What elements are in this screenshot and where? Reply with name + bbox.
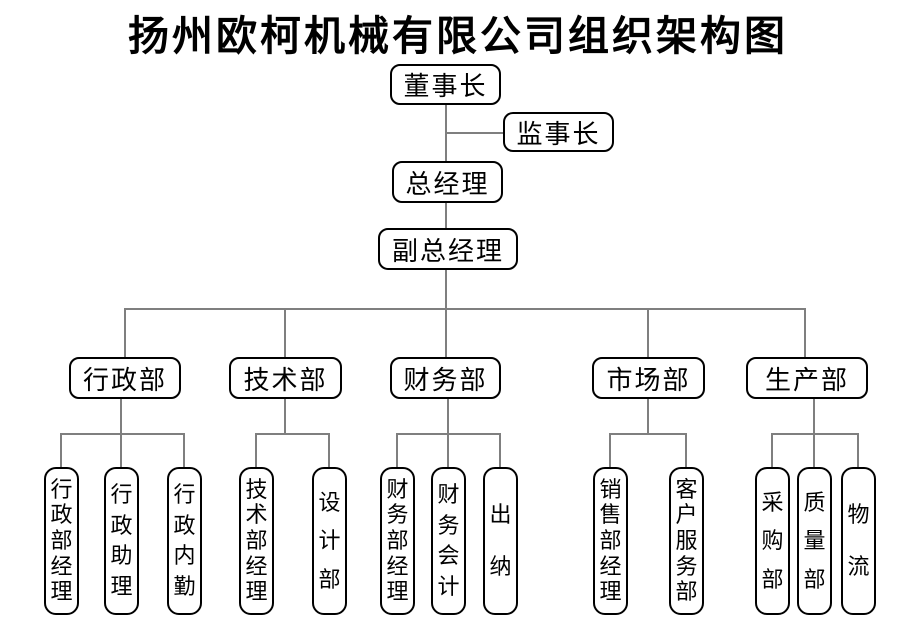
node-supervisor: 监事长 — [503, 112, 614, 152]
connector-line — [772, 433, 858, 435]
chart-title: 扬州欧柯机械有限公司组织架构图 — [128, 13, 788, 59]
node-deputy-general-manager: 副总经理 — [378, 228, 518, 270]
connector-line — [499, 433, 501, 467]
connector-line — [328, 433, 330, 467]
connector-line — [445, 270, 447, 357]
connector-line — [445, 203, 447, 228]
connector-line — [609, 433, 611, 467]
node-admin-assistant: 行政助理 — [104, 467, 139, 615]
node-label: 行政部 — [82, 365, 167, 395]
node-quality-dept: 质量部 — [797, 467, 832, 615]
node-admin-clerk: 行政内勤 — [167, 467, 202, 615]
connector-line — [284, 308, 286, 357]
node-label: 财务部 — [403, 365, 488, 395]
node-sales-dept-manager: 销售部经理 — [593, 467, 628, 615]
node-label: 市场部 — [606, 365, 691, 395]
connector-line — [61, 433, 185, 435]
node-label: 董事长 — [403, 72, 488, 101]
connector-line — [857, 433, 859, 467]
node-label: 技术部 — [243, 365, 328, 395]
connector-line — [446, 132, 503, 134]
node-general-manager: 总经理 — [392, 161, 503, 203]
node-tech-dept-manager: 技术部经理 — [239, 467, 274, 615]
node-dept-technology: 技术部 — [229, 357, 342, 399]
node-purchasing-dept: 采购部 — [755, 467, 790, 615]
connector-line — [771, 433, 773, 467]
connector-line — [124, 308, 806, 310]
connector-line — [60, 433, 62, 467]
node-admin-dept-manager: 行政部经理 — [44, 467, 79, 615]
node-label: 总经理 — [405, 169, 490, 199]
node-chairman: 董事长 — [390, 64, 501, 105]
connector-line — [396, 433, 398, 467]
connector-line — [804, 308, 806, 357]
node-label: 监事长 — [516, 119, 601, 149]
node-finance-dept-manager: 财务部经理 — [380, 467, 415, 615]
node-dept-admin: 行政部 — [69, 357, 181, 399]
node-financial-accountant: 财务会计 — [431, 467, 466, 615]
connector-line — [685, 433, 687, 467]
connector-line — [647, 308, 649, 357]
connector-line — [284, 399, 286, 433]
node-label: 副总经理 — [391, 236, 504, 266]
node-dept-marketing: 市场部 — [592, 357, 705, 399]
connector-line — [647, 399, 649, 433]
connector-line — [397, 433, 501, 435]
node-design-dept: 设计部 — [312, 467, 347, 615]
connector-line — [124, 308, 126, 357]
node-customer-service-dept: 客户服务部 — [669, 467, 704, 615]
node-dept-finance: 财务部 — [390, 357, 501, 399]
node-label: 生产部 — [764, 365, 849, 395]
node-logistics: 物流 — [841, 467, 876, 615]
connector-line — [610, 433, 687, 435]
connector-line — [256, 433, 330, 435]
connector-line — [183, 433, 185, 467]
connector-line — [255, 433, 257, 467]
node-cashier: 出纳 — [483, 467, 518, 615]
node-dept-production: 生产部 — [746, 357, 868, 399]
